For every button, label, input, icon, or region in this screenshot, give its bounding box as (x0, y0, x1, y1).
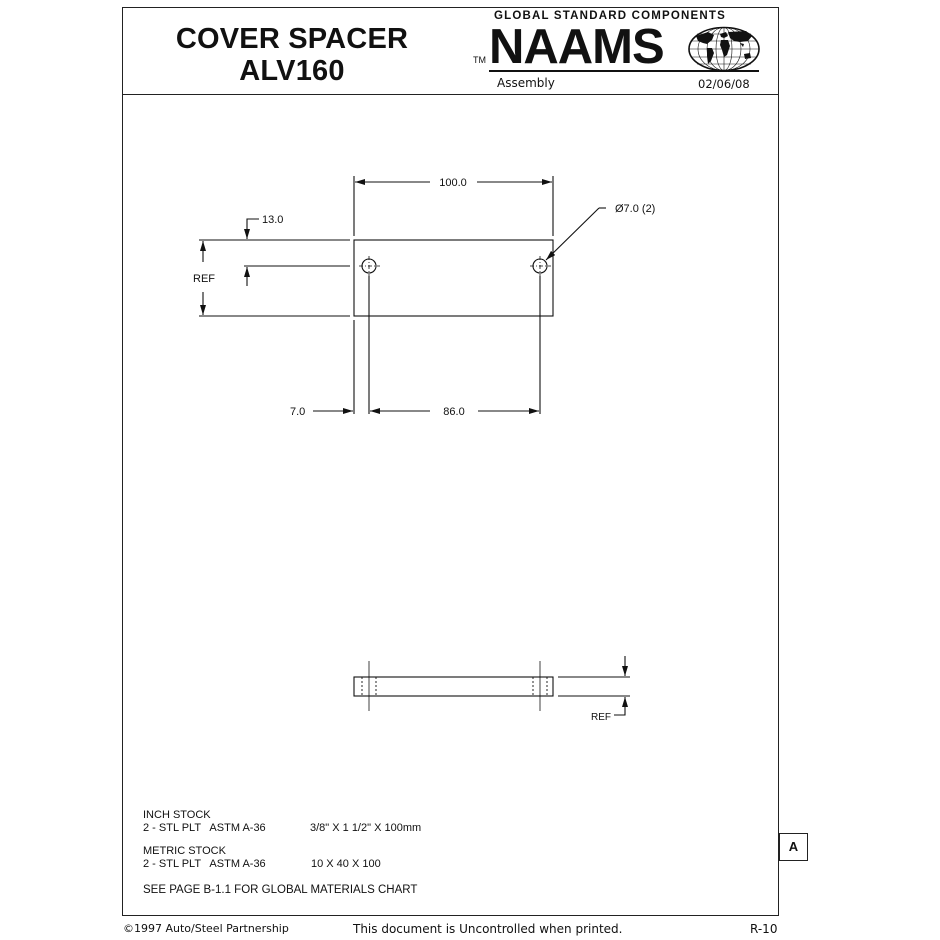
world-globe-icon (688, 26, 760, 72)
header-divider (122, 94, 779, 95)
footer-page-number: R-10 (750, 922, 778, 936)
dim-hole-offset-top: 13.0 (262, 214, 283, 226)
materials-reference-note: SEE PAGE B-1.1 FOR GLOBAL MATERIALS CHAR… (143, 884, 418, 896)
footer-disclaimer: This document is Uncontrolled when print… (353, 922, 623, 936)
brand-logo-text: NAAMS (489, 20, 665, 74)
inch-stock-size: 3/8" X 1 1/2" X 100mm (310, 822, 422, 834)
footer-copyright: ©1997 Auto/Steel Partnership (123, 922, 289, 935)
brand-underline (489, 70, 759, 72)
drawing-frame (122, 7, 779, 916)
brand-tagline: GLOBAL STANDARD COMPONENTS (494, 10, 727, 22)
trademark-mark: TM (473, 55, 486, 65)
metric-stock-heading: METRIC STOCK (143, 845, 226, 857)
metric-stock-size: 10 X 40 X 100 (311, 858, 381, 870)
dim-hole-spacing: 86.0 (443, 406, 464, 418)
inch-stock-material: 2 - STL PLT ASTM A-36 (143, 822, 266, 834)
dim-overall-length: 100.0 (439, 177, 467, 189)
plate-side-view-outline (353, 676, 554, 697)
plate-top-view-outline (353, 239, 554, 317)
revision-badge: A (779, 833, 808, 861)
document-category: Assembly (497, 76, 555, 90)
part-number: ALV160 (239, 55, 345, 87)
document-date: 02/06/08 (698, 77, 750, 91)
metric-stock-material: 2 - STL PLT ASTM A-36 (143, 858, 266, 870)
dim-height-ref: REF (193, 273, 215, 285)
inch-stock-heading: INCH STOCK (143, 809, 211, 821)
dim-hole-callout: Ø7.0 (2) (615, 203, 655, 215)
dim-hole-offset-left: 7.0 (290, 406, 305, 418)
dim-thickness-ref: REF (591, 712, 611, 723)
part-title: COVER SPACER (175, 23, 409, 55)
